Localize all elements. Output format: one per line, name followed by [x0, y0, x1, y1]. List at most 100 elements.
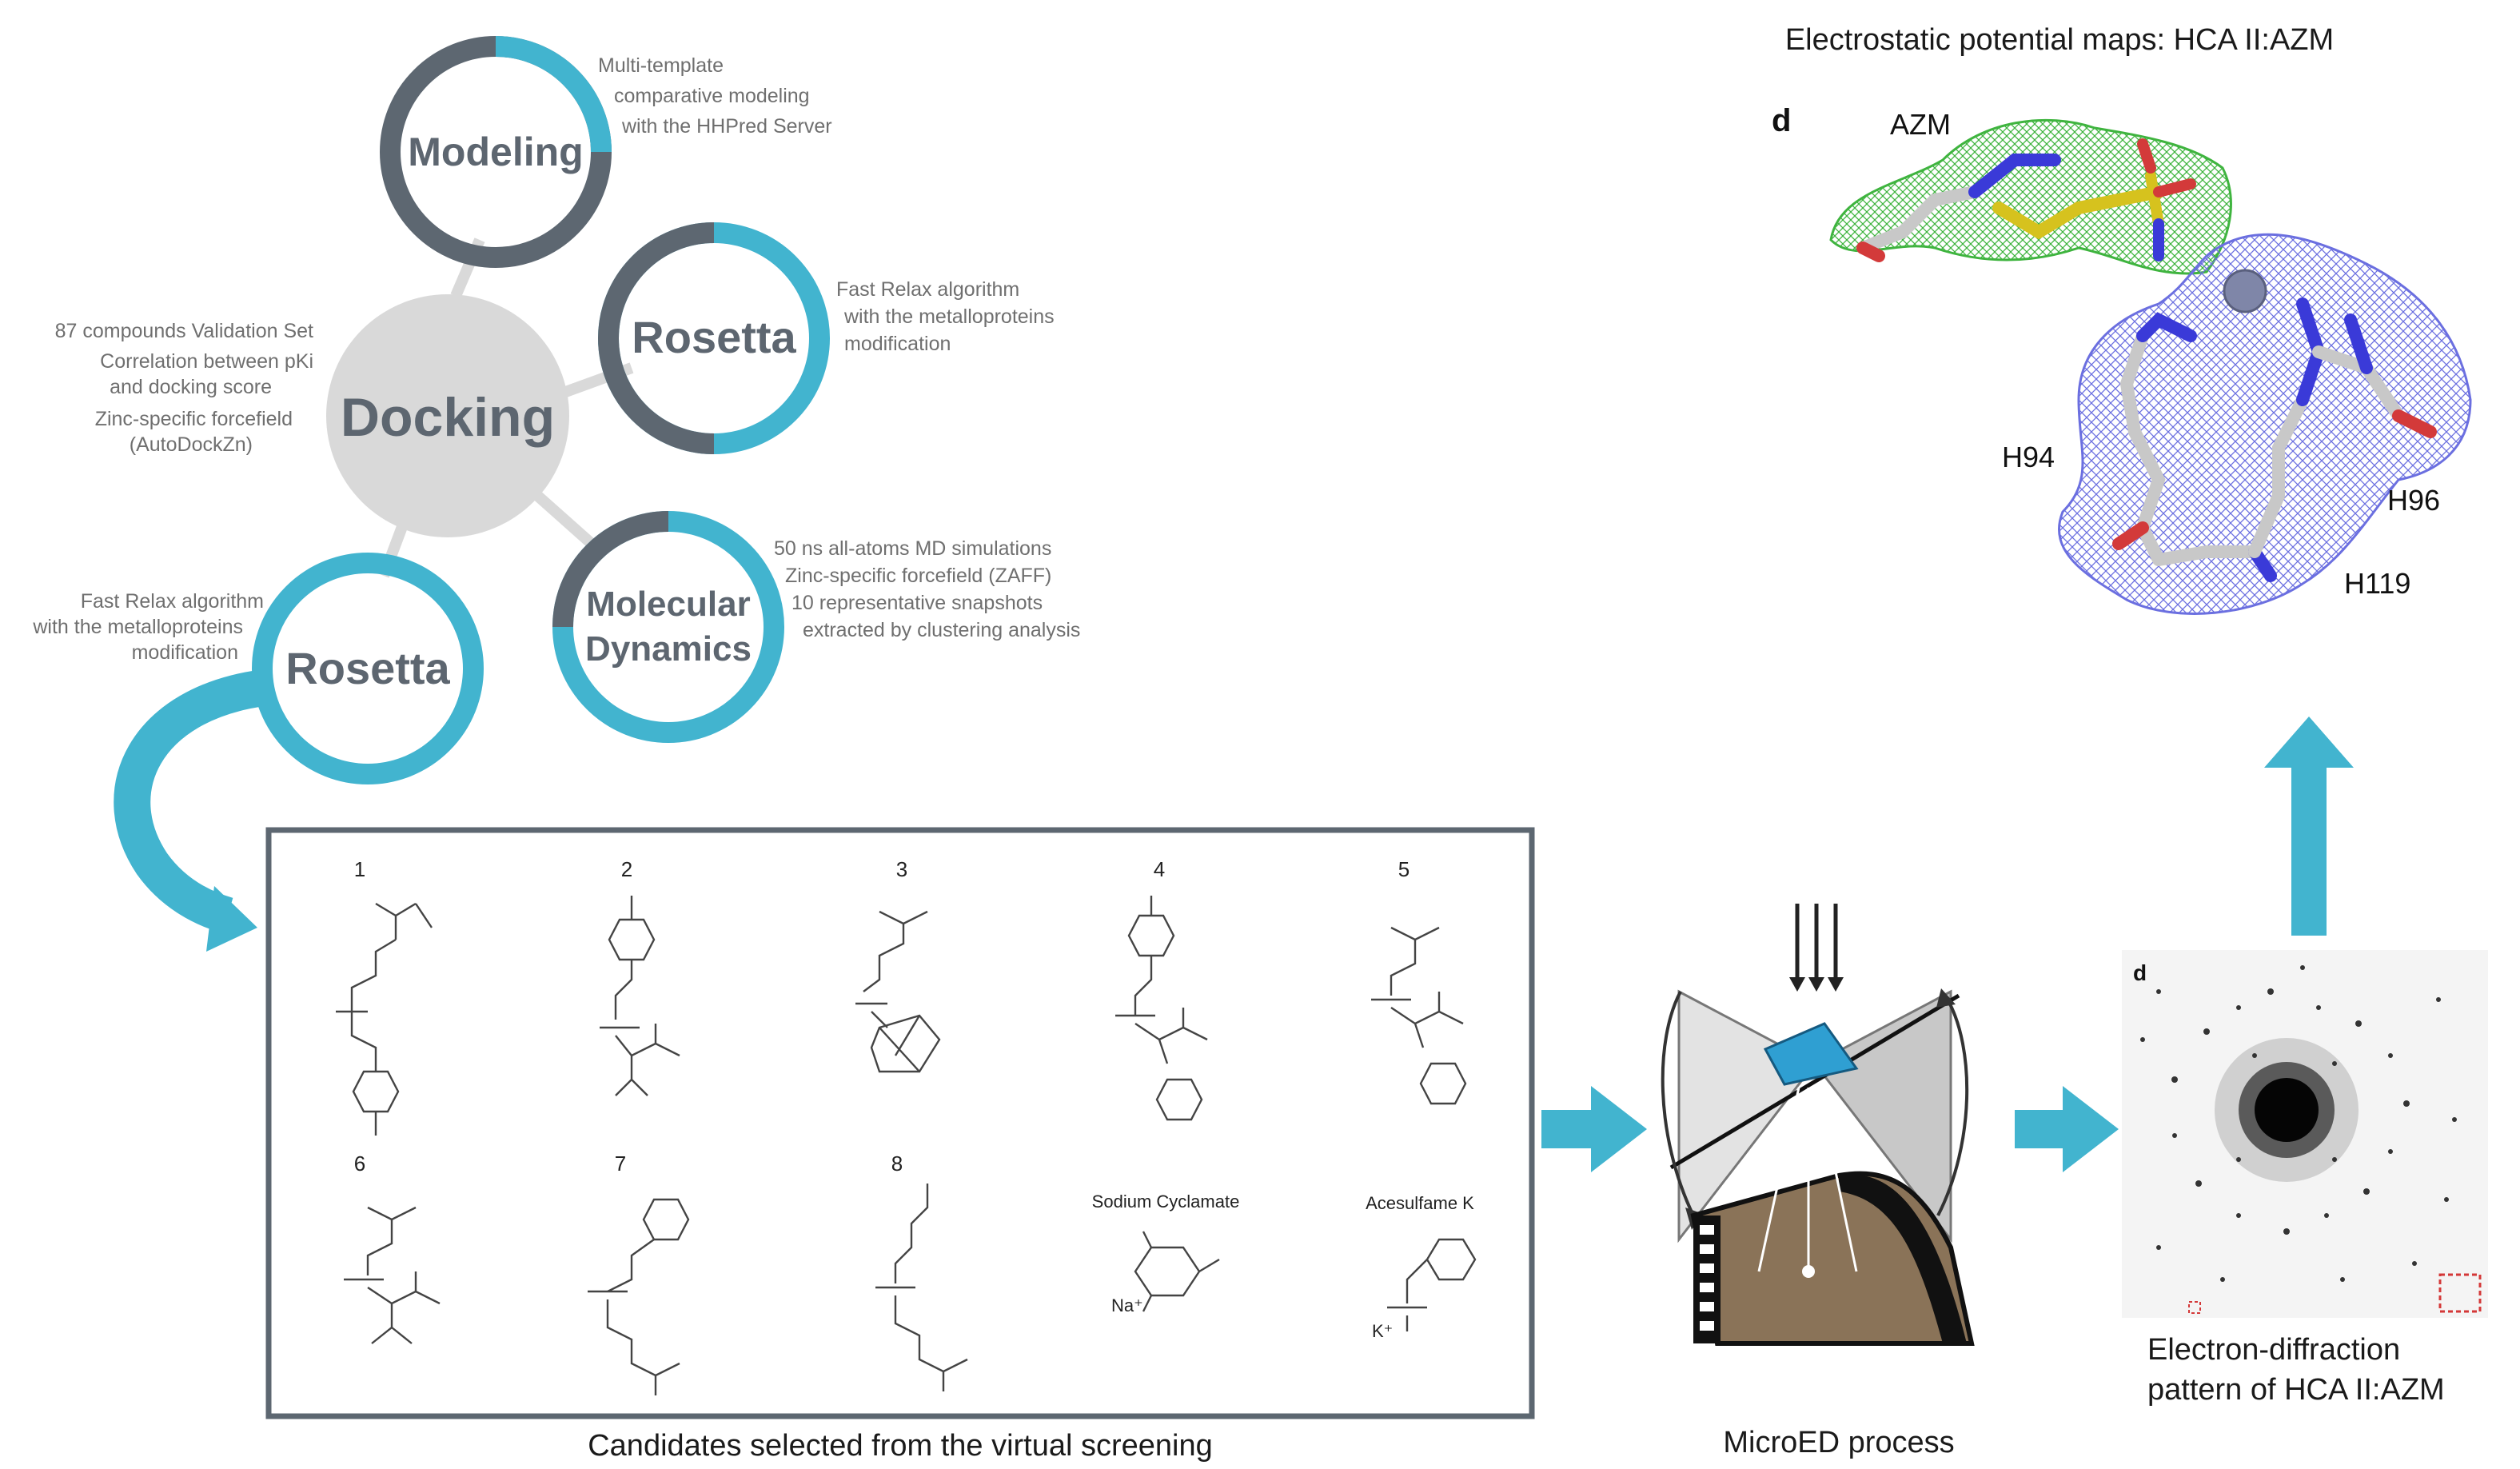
- diffraction-caption-line-1: Electron-diffraction: [2147, 1333, 2400, 1367]
- diffraction-spots: [2140, 965, 2457, 1282]
- structure-1: [336, 902, 433, 1136]
- rotation-arc: [1661, 991, 1695, 1216]
- central-spot: [1802, 1265, 1815, 1278]
- note-line: modification: [844, 333, 951, 355]
- note-line: with the metalloproteins: [32, 616, 243, 638]
- curved-arrow: [114, 669, 267, 934]
- ligand-label: AZM: [1890, 108, 1951, 141]
- microed-illustration: MicroED process: [1661, 904, 1975, 1459]
- highlight-box: [2188, 1301, 2201, 1314]
- density-map-panel: Electrostatic potential maps: HCA II:AZM…: [1772, 23, 2472, 615]
- note-line: and docking score: [110, 376, 272, 398]
- structure-8: [875, 1184, 968, 1391]
- note-line: Fast Relax algorithm: [81, 590, 264, 613]
- candidates-caption: Candidates selected from the virtual scr…: [588, 1429, 1213, 1463]
- crystal-icon: [1763, 1022, 1859, 1086]
- tilt-wedge-right: [1812, 989, 1952, 1243]
- rotation-arc: [1936, 999, 1969, 1216]
- md-label-line-1: Molecular: [586, 585, 750, 624]
- structure-3: [855, 910, 941, 1073]
- structure-7: [588, 1198, 690, 1395]
- note-line: comparative modeling: [614, 85, 810, 107]
- note-line: modification: [132, 641, 238, 664]
- md-label-line-2: Dynamics: [585, 629, 752, 669]
- modeling-label: Modeling: [408, 130, 583, 174]
- note-line: Zinc-specific forcefield (ZAFF): [785, 565, 1051, 587]
- candidates-panel: 1 2 3 4 5 6 7 8 Sodium Cyclamate Acesulf…: [265, 827, 1535, 1463]
- diffracted-beam: [1816, 1087, 1858, 1272]
- highlight-box: [2438, 1273, 2482, 1313]
- direct-beam-spot: [2255, 1078, 2319, 1142]
- note-line: 10 representative snapshots: [791, 592, 1043, 614]
- md-notes: 50 ns all-atoms MD simulations Zinc-spec…: [774, 537, 1080, 641]
- note-line: 50 ns all-atoms MD simulations: [774, 537, 1051, 560]
- rosetta-bottom-label: Rosetta: [285, 643, 450, 693]
- diffraction-panel: d Electron-diffraction pattern of HCA II…: [2122, 950, 2488, 1407]
- candidates-box: [265, 827, 1535, 1419]
- sample-grid: [1669, 993, 1960, 1170]
- diffracted-beam: [1757, 1087, 1800, 1272]
- compound-label: 6: [354, 1152, 365, 1176]
- rosetta-top-ring-dark: [598, 222, 715, 454]
- structure-6: [344, 1206, 441, 1344]
- residue-label: H119: [2344, 567, 2410, 600]
- note-line: with the HHPred Server: [621, 115, 832, 138]
- note-line: Correlation between pKi: [100, 350, 313, 373]
- rotation-arrowhead: [1936, 988, 1956, 1008]
- ligand-density-mesh: [1829, 118, 2232, 275]
- structure-2: [600, 896, 680, 1096]
- workflow-diagram: Docking Modeling Rosetta Molecular Dynam…: [32, 36, 1080, 952]
- arrow-right-icon: [1541, 1086, 1647, 1172]
- potassium-ion: K⁺: [1372, 1321, 1393, 1341]
- structure-4: [1115, 896, 1208, 1121]
- beam-arrowhead: [1828, 977, 1844, 992]
- film-edge: [1839, 1176, 1967, 1343]
- rosetta-bottom-notes: Fast Relax algorithm with the metallopro…: [32, 590, 264, 664]
- residue-label: H96: [2387, 484, 2440, 517]
- modeling-notes: Multi-template comparative modeling with…: [598, 54, 832, 138]
- ligand-sticks: [1856, 138, 2196, 262]
- structure-acesulfame-like: [1134, 1231, 1220, 1312]
- protein-density-mesh: [2058, 233, 2472, 615]
- docking-label: Docking: [341, 387, 555, 448]
- density-panel-letter: d: [1772, 103, 1791, 138]
- sodium-ion: Na⁺: [1111, 1295, 1143, 1315]
- compound-label: 5: [1398, 857, 1410, 881]
- note-line: Multi-template: [598, 54, 724, 77]
- curved-arrow-head: [206, 886, 257, 952]
- compound-label: 4: [1154, 857, 1165, 881]
- compound-label: 8: [891, 1152, 903, 1176]
- compound-label: 7: [615, 1152, 626, 1176]
- note-line: Fast Relax algorithm: [836, 278, 1019, 301]
- docking-notes: 87 compounds Validation Set Correlation …: [55, 320, 313, 456]
- microed-caption: MicroED process: [1723, 1426, 1954, 1459]
- note-line: with the metalloproteins: [843, 305, 1055, 328]
- arrow-up-icon: [2264, 717, 2354, 936]
- structure-5: [1371, 926, 1467, 1105]
- density-title: Electrostatic potential maps: HCA II:AZM: [1785, 23, 2334, 57]
- compound-label: Acesulfame K: [1366, 1193, 1474, 1213]
- note-line: extracted by clustering analysis: [803, 619, 1080, 641]
- md-ring-dark: [552, 511, 669, 628]
- rosetta-top-label: Rosetta: [632, 312, 796, 362]
- modeling-ring-accent: [495, 36, 612, 153]
- beam-arrowhead: [1789, 977, 1805, 992]
- rosetta-bottom-ring: [252, 553, 484, 784]
- zinc-ion: [2223, 269, 2267, 313]
- compound-label: Sodium Cyclamate: [1092, 1192, 1240, 1212]
- film-perforations: [1700, 1225, 1714, 1331]
- rosetta-top-notes: Fast Relax algorithm with the metallopro…: [836, 278, 1055, 355]
- note-line: 87 compounds Validation Set: [55, 320, 313, 342]
- structure-cyclohexyl: [1387, 1238, 1477, 1331]
- docking-disk: [326, 294, 569, 537]
- histidine-sticks: [2112, 297, 2437, 582]
- residue-label: H94: [2002, 441, 2055, 473]
- beam-arrowhead: [1808, 977, 1824, 992]
- diffraction-panel-letter: d: [2133, 960, 2147, 985]
- note-line: (AutoDockZn): [130, 433, 253, 456]
- note-line: Zinc-specific forcefield: [95, 408, 293, 430]
- compound-label: 1: [354, 857, 365, 881]
- compound-label: 2: [621, 857, 632, 881]
- compound-label: 3: [896, 857, 907, 881]
